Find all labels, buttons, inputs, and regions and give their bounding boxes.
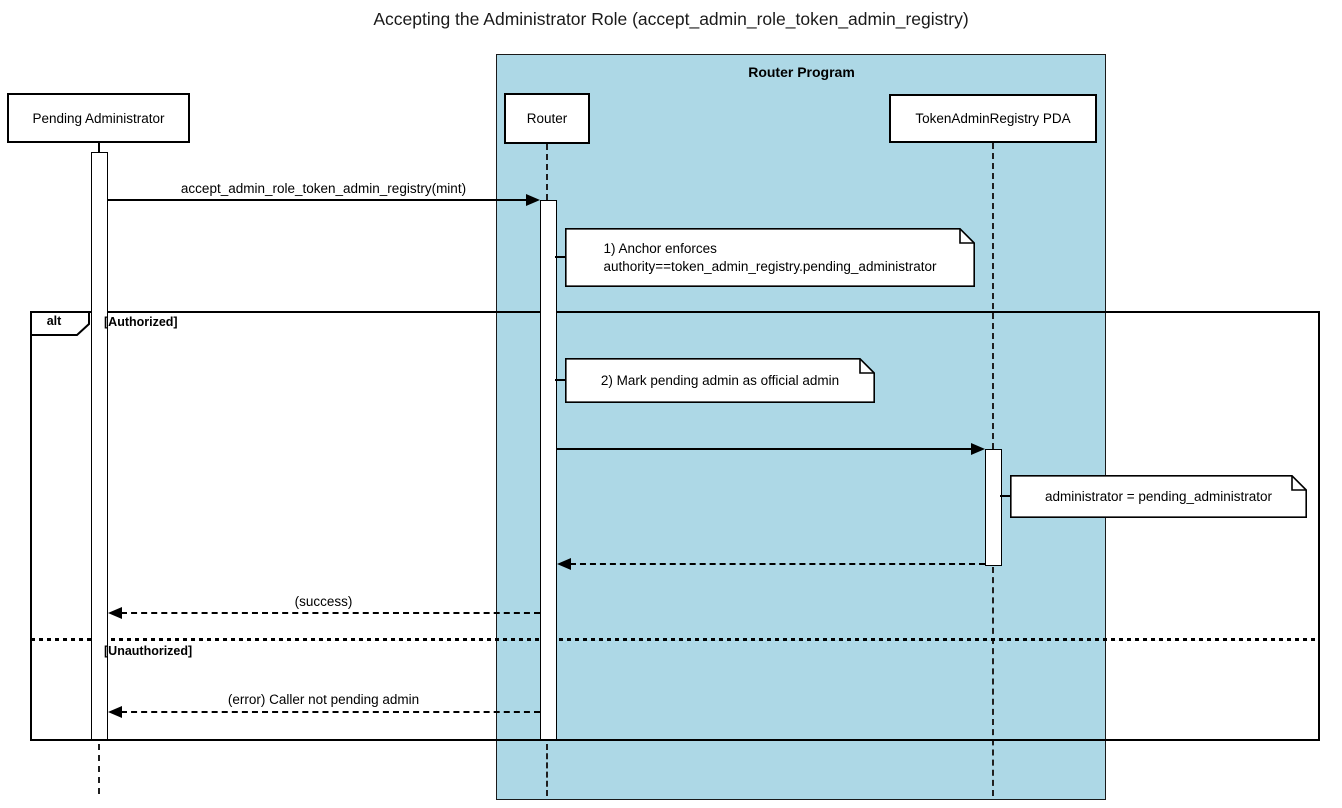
pda-activation	[985, 449, 1002, 566]
note-assign-admin-text: administrator = pending_administrator	[1045, 488, 1272, 504]
note-assign-admin: administrator = pending_administrator	[1010, 475, 1307, 518]
participant-router-label: Router	[526, 111, 568, 126]
note-assign-admin-connector	[1000, 495, 1012, 497]
alt-operator-label: alt	[46, 314, 62, 328]
note-mark-admin-connector	[555, 379, 567, 381]
guard-authorized: [Authorized]	[104, 315, 178, 329]
message-call-line	[107, 199, 527, 201]
pending-admin-lifeline-bottom	[98, 744, 100, 794]
message-update-line	[557, 448, 973, 450]
participant-pending-administrator: Pending Administrator	[7, 93, 190, 143]
return-pda-arrowhead-icon	[557, 558, 571, 570]
return-error-label: (error) Caller not pending admin	[227, 692, 420, 707]
note-line-1: 1) Anchor enforces	[603, 240, 717, 256]
note-anchor-enforces-text: 1) Anchor enforces authority==token_admi…	[565, 228, 975, 287]
message-call-label: accept_admin_role_token_admin_registry(m…	[180, 181, 467, 196]
note-anchor-enforces-connector	[555, 256, 567, 258]
diagram-title: Accepting the Administrator Role (accept…	[373, 9, 969, 29]
router-program-group-label: Router Program	[748, 64, 855, 80]
guard-unauthorized: [Unauthorized]	[104, 644, 193, 658]
alt-divider	[31, 638, 1316, 641]
router-lifeline-top	[546, 144, 548, 200]
return-error-line	[121, 711, 540, 713]
pending-admin-lifeline-stub	[98, 143, 100, 152]
message-update-arrowhead-icon	[971, 443, 985, 455]
return-pda-line	[570, 563, 985, 565]
alt-frame	[30, 311, 1320, 741]
router-program-group	[496, 54, 1106, 800]
note-shape	[1010, 475, 1307, 518]
pda-lifeline-bottom	[992, 567, 994, 796]
return-error-arrowhead-icon	[108, 706, 122, 718]
note-shape	[565, 228, 975, 287]
participant-token-admin-registry-pda-label: TokenAdminRegistry PDA	[915, 111, 1071, 126]
return-success-line	[121, 612, 540, 614]
note-line-2: authority==token_admin_registry.pending_…	[603, 258, 937, 274]
participant-pending-administrator-label: Pending Administrator	[32, 110, 165, 126]
note-shape	[565, 358, 875, 403]
return-success-arrowhead-icon	[108, 607, 122, 619]
pda-lifeline-top	[992, 143, 994, 449]
message-call-arrowhead-icon	[526, 194, 540, 206]
router-lifeline-bottom	[546, 744, 548, 796]
router-activation	[540, 200, 557, 740]
pending-admin-activation	[91, 152, 108, 740]
participant-router: Router	[504, 93, 590, 144]
alt-operator-tab	[30, 311, 90, 336]
note-mark-admin-text: 2) Mark pending admin as official admin	[600, 372, 840, 388]
note-anchor-enforces: 1) Anchor enforces authority==token_admi…	[565, 228, 975, 287]
return-success-label: (success)	[294, 594, 353, 609]
note-mark-admin: 2) Mark pending admin as official admin	[565, 358, 875, 403]
participant-token-admin-registry-pda: TokenAdminRegistry PDA	[889, 94, 1097, 143]
